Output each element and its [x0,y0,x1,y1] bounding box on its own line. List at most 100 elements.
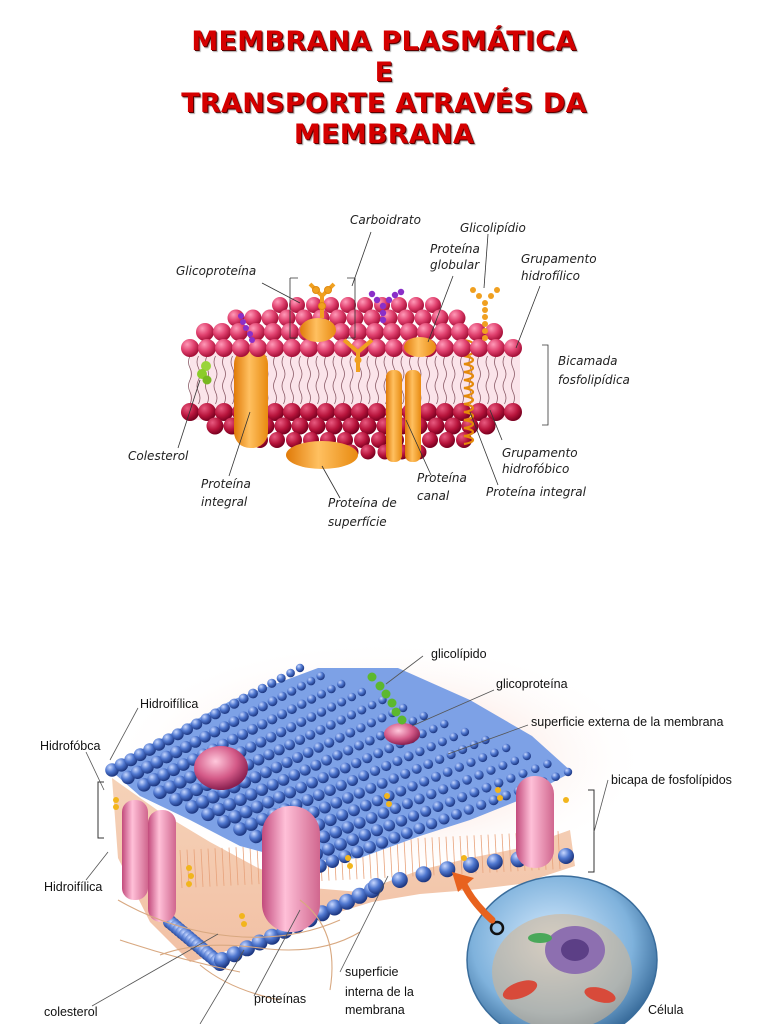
phospholipid-head [439,432,455,448]
transmembrane-protein-left [122,800,176,922]
phospholipid-head [385,339,403,357]
lipid-tail [477,379,481,405]
phospholipid-head [368,339,386,357]
phospholipid-head [286,722,297,733]
phospholipid-head [143,743,156,756]
surface-protein [286,441,358,469]
transmembrane-protein-center [262,806,320,932]
cytoskeleton-fibers [117,899,361,1001]
phospholipid-head [295,781,307,794]
phospholipid-head [272,791,286,804]
phospholipid-head [403,751,414,762]
phospholipid-head [261,795,275,809]
phospholipid-head [413,793,425,805]
phospholipid-head [486,765,496,775]
phospholipid-head [362,753,373,764]
phospholipid-head [239,805,253,819]
phospholipid-head [232,339,250,357]
label-glicoproteina-2: glicoproteína [496,677,568,691]
phospholipid-head [407,810,420,822]
outer-surface-heads [105,663,573,873]
phospholipid-head [377,807,390,819]
phospholipid-head [297,699,307,709]
phospholipid-head [249,771,262,784]
phospholipid-head [277,774,290,786]
phospholipid-head [481,782,492,793]
channel-protein-right-half [405,370,421,462]
phospholipid-head [388,831,401,844]
phospholipid-head [488,795,499,806]
lipid-tail [511,379,515,405]
phospholipid-head [501,790,511,801]
fatty-acid-tails [188,355,515,405]
phospholipid-head [267,678,277,688]
phospholipid-head [185,800,199,814]
phospholipid-head [283,339,301,357]
phospholipid-head [281,756,293,769]
phospholipid-head [358,828,371,842]
phospholipid-head [291,417,309,435]
phospholipid-head [335,779,347,792]
phospholipid-head [468,323,486,341]
phospholipid-head [217,814,231,829]
phospholipid-head [248,688,258,699]
lipid-tail [324,379,328,405]
phospholipid-head [391,297,407,313]
phospholipid-head [317,339,335,357]
phospholipid-head [277,709,288,720]
phospholipid-head [170,745,183,759]
lipid-tail [221,847,225,886]
phospholipid-head [478,753,488,763]
phospholipid-head [522,751,531,761]
phospholipid-head [317,403,335,421]
phospholipid-head [209,726,221,738]
phospholipid-head [470,339,488,357]
phospholipid-head [324,784,336,796]
phospholipid-head [401,798,413,810]
title-line-2: E [374,57,394,88]
phospholipid-head [198,339,216,357]
phospholipid-head [365,782,377,794]
lipid-tail [460,379,464,405]
lipid-tail [222,379,226,405]
integral-protein-left [234,348,268,448]
phospholipid-head [257,701,268,712]
phospholipid-head [530,764,540,773]
lipid-tail [434,355,439,381]
label-superficie-externa: superficie externa de la membrana [531,715,724,729]
phospholipid-head [413,822,426,835]
phospholipid-head [324,813,337,827]
lipid-tail [341,355,345,381]
phospholipid-head [356,723,366,733]
phospholipid-head [327,702,337,712]
lipid-tail [508,833,512,872]
phospholipid-head [179,741,192,753]
phospholipid-head [288,769,301,781]
phospholipid-head [449,732,459,742]
phospholipid-head [438,784,449,795]
lipid-tail [281,355,286,381]
phospholipid-head [179,787,193,802]
label-bicamada-1: Bicamada [558,354,618,368]
phospholipid-head [245,741,257,753]
lipid-tail [557,831,561,870]
phospholipid-head [434,754,445,764]
phospholipid-head [313,742,324,753]
glycolipid-chain-orange [470,287,500,341]
phospholipid-head [486,853,503,870]
phospholipid-head [371,824,383,837]
phospholipid-head [167,763,181,777]
phospholipid-head [286,432,302,448]
phospholipid-head [266,339,284,357]
phospholipid-head [346,833,360,846]
label-proteina-globular-2: globular [430,258,480,272]
label-grupamento-hidrofobico-2: hidrofóbico [502,462,569,476]
lipid-tail [403,838,407,877]
phospholipid-head [308,417,326,435]
phospholipid-head [198,403,216,421]
phospholipid-head [266,778,279,791]
label-grupamento-hidrofilico-1: Grupamento [521,252,597,266]
phospholipid-head [376,778,388,789]
phospholipid-head [339,762,351,774]
alpha-helix-protein [463,338,475,446]
